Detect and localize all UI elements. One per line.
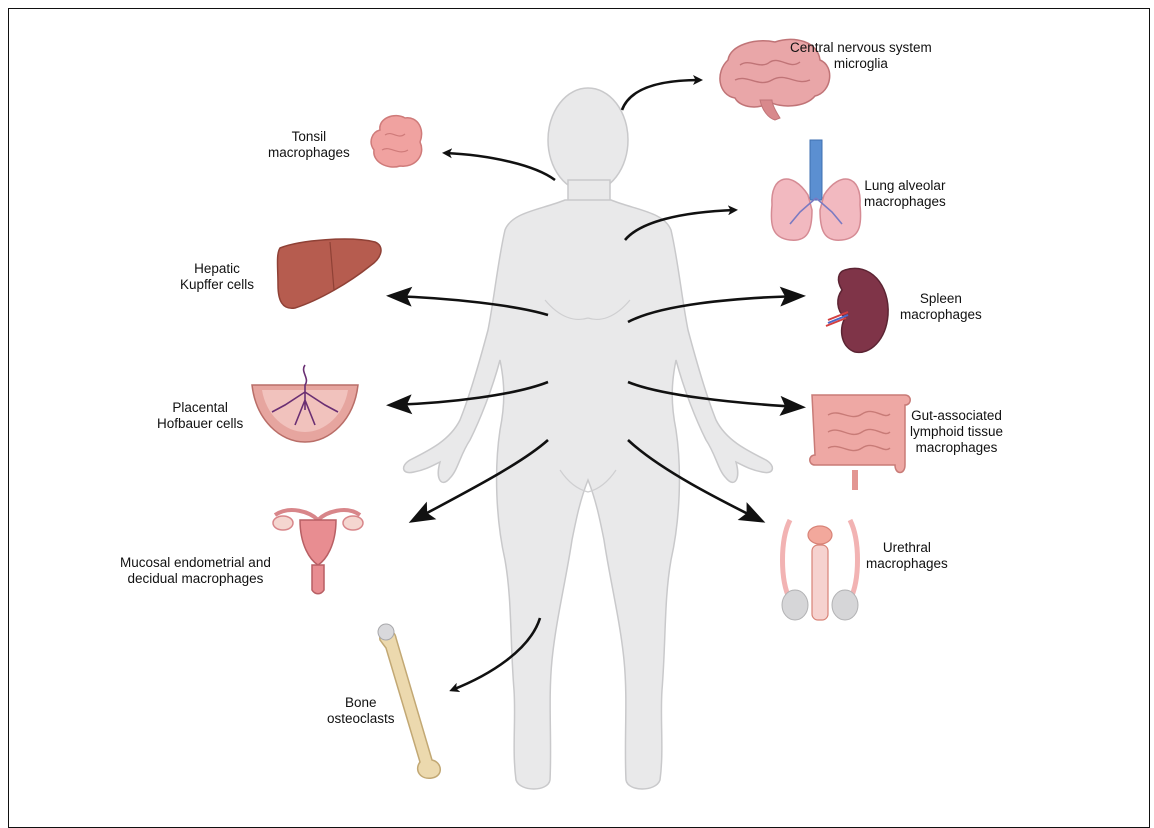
- placenta-icon: [252, 365, 358, 442]
- body-icon: [404, 88, 773, 789]
- tonsil-icon: [371, 116, 422, 167]
- arrow-cns: [622, 80, 700, 110]
- male-reproductive-icon: [782, 520, 858, 620]
- arrow-tonsil: [445, 153, 555, 180]
- uterus-icon: [273, 510, 363, 594]
- liver-icon: [278, 239, 382, 308]
- spleen-icon: [826, 268, 888, 352]
- lung-icon: [771, 140, 860, 240]
- intestine-icon: [810, 395, 911, 490]
